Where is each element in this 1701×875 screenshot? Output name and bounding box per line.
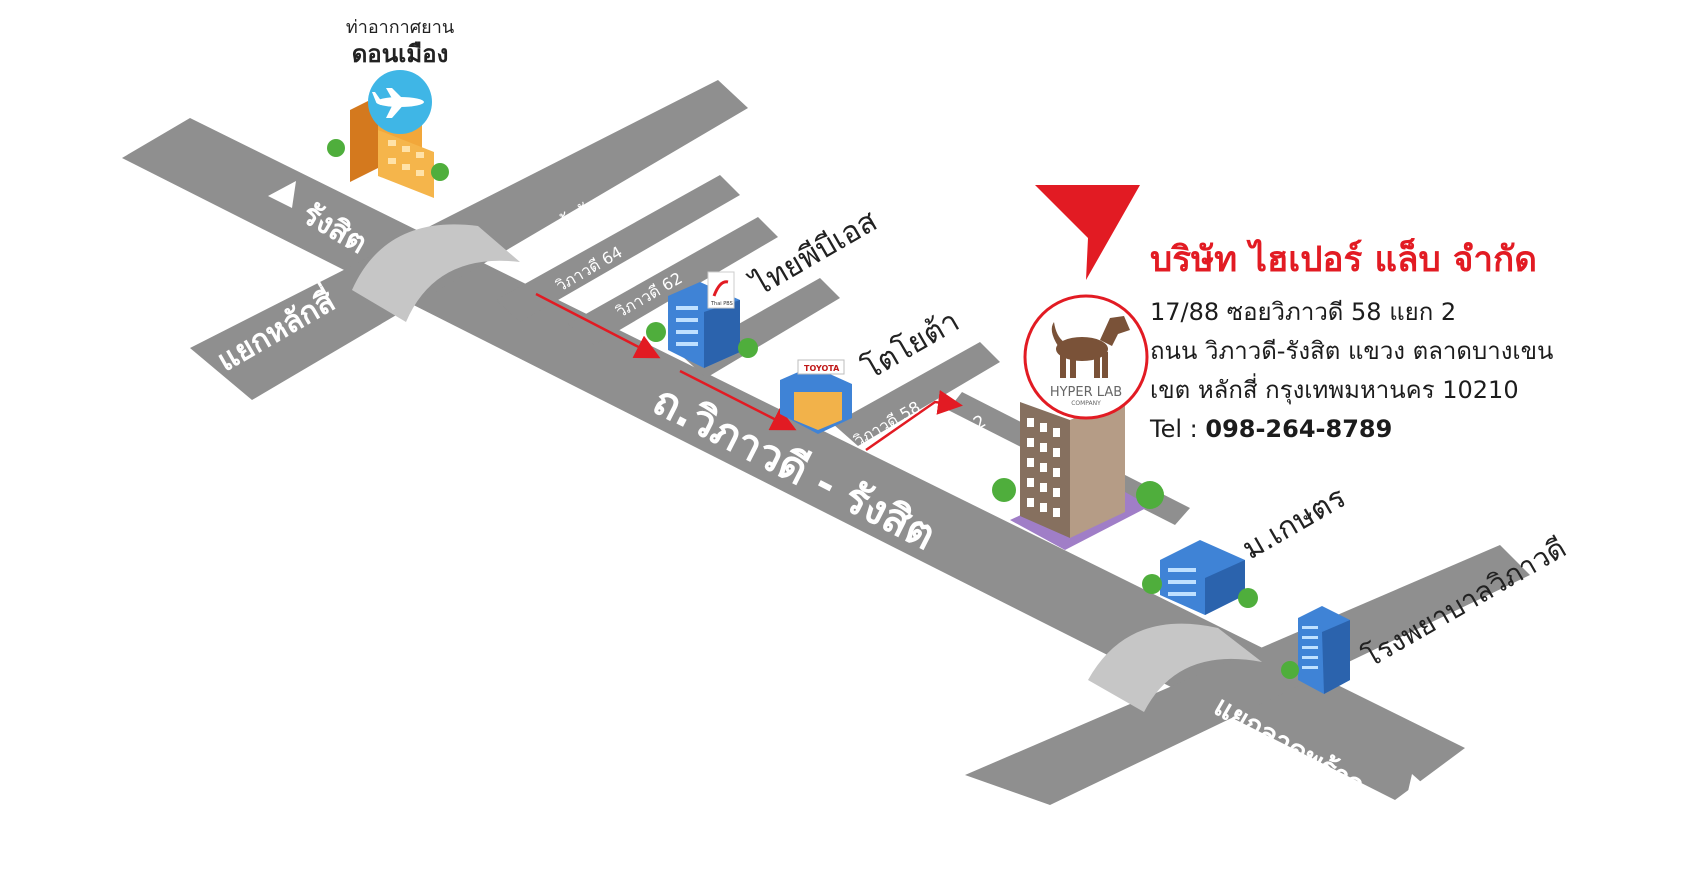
ngam-wong-wan-road xyxy=(965,545,1530,805)
main-road xyxy=(122,118,1465,800)
thai-pbs-building: Thai PBS xyxy=(646,271,758,368)
telephone-number[interactable]: 098-264-8789 xyxy=(1205,415,1393,443)
route-segment-3 xyxy=(865,390,963,452)
route-segment-2 xyxy=(679,369,797,431)
telephone-label: Tel : xyxy=(1150,415,1198,443)
telephone: Tel : 098-264-8789 xyxy=(1150,410,1670,449)
arrow-left-icon xyxy=(268,181,296,208)
hyper-lab-building xyxy=(992,396,1164,550)
soi-64-road xyxy=(496,175,740,322)
hyper-lab-logo-line1: HYPER LAB xyxy=(1050,385,1122,400)
hyper-lab-logo-line2: COMPANY xyxy=(1071,400,1101,407)
airport-label-line2: ดอนเมือง xyxy=(352,40,449,68)
thai-pbs-logo-text: Thai PBS xyxy=(710,301,733,307)
dog-logo-icon xyxy=(1051,316,1130,378)
address-line-1: 17/88 ซอยวิภาวดี 58 แยก 2 xyxy=(1150,298,1457,326)
soi-58-road xyxy=(833,342,1000,446)
kaset-university-label: ม.เกษตร xyxy=(1237,480,1352,567)
company-info-panel: บริษัท ไฮเปอร์ แล็บ จำกัด 17/88 ซอยวิภาว… xyxy=(1150,232,1670,449)
address-line-2: ถนน วิภาวดี-รังสิต แขวง ตลาดบางเขน xyxy=(1150,337,1554,365)
route-segment-1 xyxy=(535,292,661,359)
kasetsart-university-building xyxy=(1142,540,1258,615)
soi-62-road xyxy=(568,217,778,345)
toyota-logo-text: TOYOTA xyxy=(804,364,840,373)
overpass-lak-si xyxy=(352,224,520,322)
arrow-right-icon xyxy=(1406,774,1438,800)
vibhavadi-hospital-building xyxy=(1281,606,1350,694)
company-name: บริษัท ไฮเปอร์ แล็บ จำกัด xyxy=(1150,240,1537,280)
overpass-kaset xyxy=(1088,623,1262,712)
toyota-showroom: TOYOTA xyxy=(780,359,852,434)
airport-label-line1: ท่าอากาศยาน xyxy=(346,17,454,38)
airplane-icon xyxy=(372,88,424,118)
location-marker-icon xyxy=(1035,185,1140,280)
address-line-3: เขต หลักสี่ กรุงเทพมหานคร 10210 xyxy=(1150,376,1519,404)
